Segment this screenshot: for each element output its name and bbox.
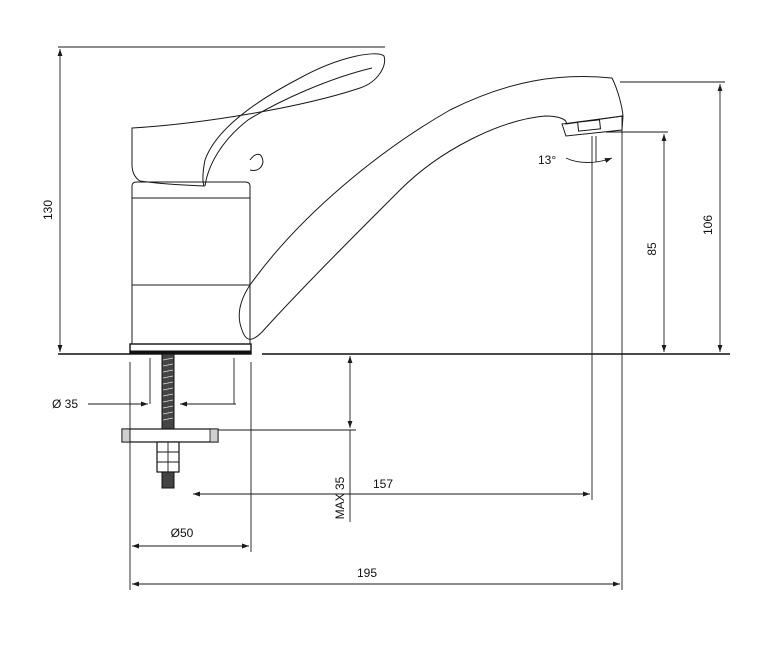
lever-handle <box>131 53 386 187</box>
dimension-height-total: 130 <box>41 49 63 352</box>
dim-label-max35: MAX 35 <box>333 476 347 519</box>
dim-label-d35: Ø 35 <box>52 397 78 411</box>
dimension-spout-angle: 13° <box>538 136 613 167</box>
dim-label-13-degrees: 13° <box>538 153 556 167</box>
dim-label-d50: Ø50 <box>171 526 194 540</box>
mounting-hardware <box>121 353 235 489</box>
dim-label-85: 85 <box>645 242 659 256</box>
dim-label-106: 106 <box>701 215 715 235</box>
dim-label-157: 157 <box>373 477 393 491</box>
faucet-body <box>129 181 252 355</box>
dimension-spout-reach: 157 <box>193 477 590 497</box>
extension-lines <box>58 46 725 590</box>
dimension-thread-diameter: Ø 35 <box>52 397 236 411</box>
dimension-base-diameter: Ø50 <box>132 526 249 549</box>
spout <box>238 76 624 340</box>
dimension-aerator-clearance: 85 <box>645 134 667 352</box>
dimension-max-counter-thickness: MAX 35 <box>333 356 353 522</box>
dimension-spout-height: 106 <box>701 84 723 352</box>
dimension-overall-length: 195 <box>132 566 620 587</box>
dim-label-195: 195 <box>357 566 377 580</box>
dim-label-130: 130 <box>41 200 55 220</box>
